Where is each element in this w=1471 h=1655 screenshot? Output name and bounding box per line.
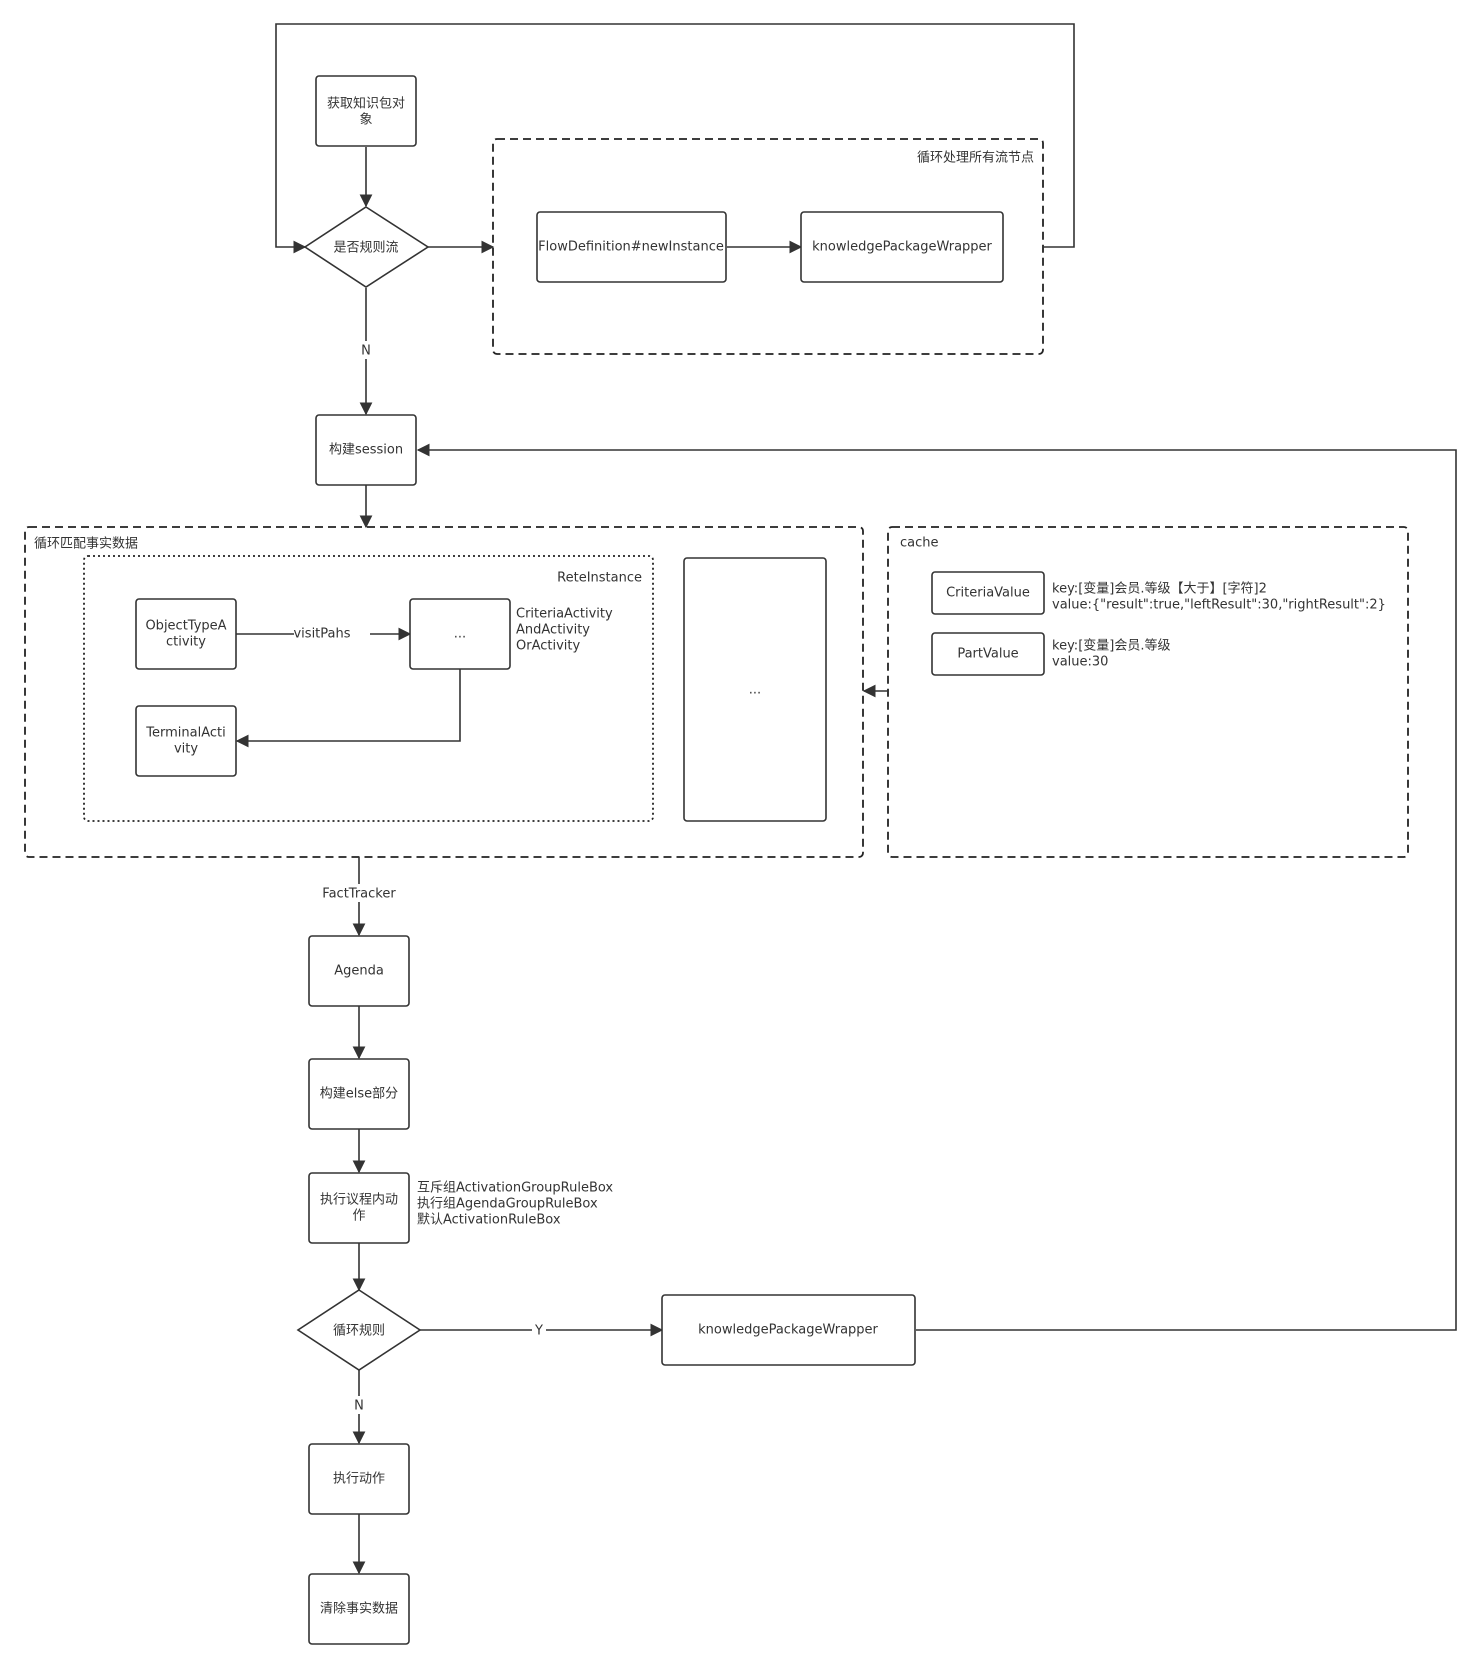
part-key-text: key:[变量]会员.等级 (1052, 638, 1170, 654)
decision-loop-rule: 循环规则 (296, 1289, 422, 1371)
node-right-ellipsis-box: ... (683, 557, 827, 822)
node-clear-facts-label: 清除事实数据 (320, 1602, 398, 1617)
node-ellipsis-activity-label: ... (454, 627, 466, 642)
container-rete-instance-label: ReteInstance (557, 571, 642, 586)
node-build-session-label: 构建session (329, 443, 403, 458)
activity-types-annotation: CriteriaActivity AndActivity OrActivity (516, 607, 613, 654)
node-criteria-value-label: CriteriaValue (946, 586, 1030, 601)
decision-is-rule-flow: 是否规则流 (303, 206, 430, 288)
node-knowledge-wrapper-bottom: knowledgePackageWrapper (661, 1294, 916, 1366)
node-knowledge-wrapper-top-label: knowledgePackageWrapper (812, 240, 992, 255)
node-build-else: 构建else部分 (308, 1058, 410, 1130)
node-object-type-activity: ObjectTypeA ctivity (135, 598, 237, 670)
edge-label-fact-tracker: FactTracker (322, 887, 396, 902)
node-terminal-activity: TerminalActi vity (135, 705, 237, 777)
node-agenda: Agenda (308, 935, 410, 1007)
node-terminal-line2: vity (174, 742, 198, 757)
node-part-value: PartValue (931, 632, 1045, 676)
node-right-ellipsis-label: ... (749, 683, 761, 698)
edge-ellipsis-to-terminal (235, 669, 461, 748)
edge-label-n-rule-flow: N (361, 344, 371, 359)
criteria-key-text: key:[变量]会员.等级【大于】[字符]2 (1052, 581, 1267, 597)
activity-type-or: OrActivity (516, 639, 581, 654)
container-loop-match-facts: 循环匹配事实数据 (24, 526, 864, 858)
container-cache-label: cache (900, 536, 939, 551)
node-build-session: 构建session (315, 414, 417, 486)
node-object-type-line1: ObjectTypeA (145, 619, 226, 634)
node-knowledge-wrapper-top: knowledgePackageWrapper (800, 211, 1004, 283)
node-get-knowledge-package: 获取知识包对 象 (315, 75, 417, 147)
node-build-else-label: 构建else部分 (320, 1087, 398, 1102)
part-value-text: value:30 (1052, 655, 1108, 670)
node-exec-agenda-line1: 执行议程内动 (320, 1192, 398, 1208)
node-agenda-label: Agenda (334, 964, 384, 979)
node-criteria-value: CriteriaValue (931, 571, 1045, 615)
node-flow-definition-label: FlowDefinition#newInstance (538, 240, 724, 255)
edge-flow-loop-back (275, 23, 1075, 254)
edge-label-y-loop: Y (534, 1324, 543, 1339)
decision-loop-rule-label: 循环规则 (333, 1324, 385, 1339)
node-exec-actions: 执行动作 (308, 1443, 410, 1515)
node-get-knowledge-line1: 获取知识包对 (327, 96, 405, 112)
decision-is-rule-flow-label: 是否规则流 (333, 241, 398, 256)
edge-label-visit-paths: visitPahs (293, 627, 350, 642)
edge-wrapper-to-session (416, 443, 1457, 1331)
container-cache: cache (887, 526, 1409, 858)
part-kv-annotation: key:[变量]会员.等级 value:30 (1052, 638, 1170, 670)
container-loop-flow-nodes-label: 循环处理所有流节点 (917, 151, 1034, 166)
node-get-knowledge-line2: 象 (359, 113, 372, 128)
node-clear-facts: 清除事实数据 (308, 1573, 410, 1645)
node-exec-agenda-line2: 作 (352, 1209, 365, 1224)
node-exec-actions-label: 执行动作 (333, 1472, 385, 1487)
edge-labels: N visitPahs FactTracker Y N (293, 341, 546, 1414)
rule-box-activation-group: 互斥组ActivationGroupRuleBox (417, 1181, 613, 1196)
node-object-type-line2: ctivity (166, 635, 206, 650)
criteria-kv-annotation: key:[变量]会员.等级【大于】[字符]2 value:{"result":t… (1052, 581, 1386, 613)
rule-box-default: 默认ActivationRuleBox (417, 1212, 561, 1228)
node-exec-agenda-actions: 执行议程内动 作 (308, 1172, 410, 1244)
activity-type-criteria: CriteriaActivity (516, 607, 613, 622)
node-knowledge-wrapper-bottom-label: knowledgePackageWrapper (698, 1323, 878, 1338)
container-rete-instance: ReteInstance (83, 555, 654, 822)
edge-label-n-loop: N (354, 1399, 364, 1414)
rule-box-agenda-group: 执行组AgendaGroupRuleBox (417, 1197, 598, 1212)
rule-boxes-annotation: 互斥组ActivationGroupRuleBox 执行组AgendaGroup… (417, 1181, 613, 1228)
node-flow-definition-new-instance: FlowDefinition#newInstance (536, 211, 727, 283)
criteria-value-text: value:{"result":true,"leftResult":30,"ri… (1052, 598, 1386, 613)
activity-type-and: AndActivity (516, 623, 590, 638)
container-loop-match-facts-label: 循环匹配事实数据 (34, 537, 138, 552)
node-part-value-label: PartValue (957, 647, 1018, 662)
node-terminal-line1: TerminalActi (145, 726, 225, 741)
node-ellipsis-activity: ... (409, 598, 511, 670)
